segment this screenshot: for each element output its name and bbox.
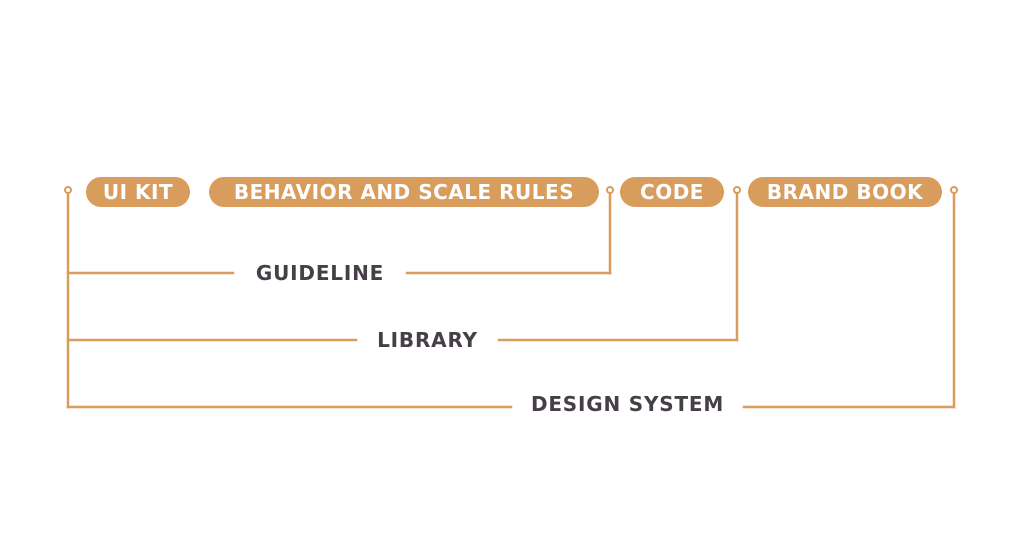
left-anchor-dot bbox=[64, 186, 72, 194]
behavior-and-scale-rules-pill: BEHAVIOR AND SCALE RULES bbox=[209, 177, 599, 207]
library-end-dot bbox=[733, 186, 741, 194]
behavior-and-scale-rules-label: BEHAVIOR AND SCALE RULES bbox=[233, 180, 575, 204]
brand-book-label: BRAND BOOK bbox=[766, 180, 924, 204]
library-label: LIBRARY bbox=[377, 328, 478, 352]
code-pill: CODE bbox=[620, 177, 724, 207]
design-system-label: DESIGN SYSTEM bbox=[530, 392, 725, 416]
design-system-end-dot bbox=[950, 186, 958, 194]
code-label: CODE bbox=[640, 180, 704, 204]
guideline-end-dot bbox=[606, 186, 614, 194]
ui-kit-pill: UI KIT bbox=[86, 177, 190, 207]
guideline-label: GUIDELINE bbox=[255, 261, 385, 285]
ui-kit-label: UI KIT bbox=[102, 180, 174, 204]
brand-book-pill: BRAND BOOK bbox=[748, 177, 942, 207]
